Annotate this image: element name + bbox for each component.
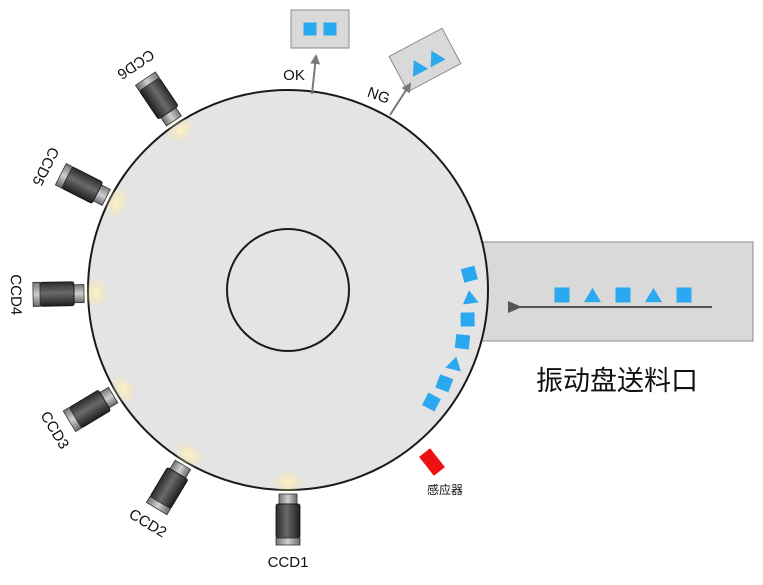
light-glow <box>110 374 136 404</box>
ng-tray-parts <box>412 50 446 77</box>
ccd-camera-icon <box>134 71 182 127</box>
ccd-camera-6: CCD6 <box>114 46 196 144</box>
ok-label: OK <box>283 67 305 84</box>
disk-square-part <box>460 312 475 327</box>
feeder-square-part <box>676 287 692 303</box>
ccd-camera-label: CCD1 <box>268 554 309 571</box>
feeder-triangle-part <box>584 287 601 303</box>
ng-tray-triangle-part <box>412 60 428 77</box>
ok-arrow-icon <box>310 54 321 95</box>
sensor-label: 感应器 <box>427 482 463 497</box>
light-glow <box>174 442 204 468</box>
sensor-icon <box>419 448 445 476</box>
disk-square-part <box>460 265 478 283</box>
feeder-parts <box>554 287 692 303</box>
light-glow <box>104 187 130 218</box>
ccd-camera-label: CCD4 <box>7 274 25 315</box>
disk-hub <box>226 228 350 352</box>
feeder-triangle-part <box>645 287 662 303</box>
ccd-camera-2: CCD2 <box>126 442 204 541</box>
ng-label: NG <box>365 84 392 108</box>
feeder-chute <box>439 241 754 342</box>
ok-tray-square-part <box>323 22 337 36</box>
feeder-square-part <box>615 287 631 303</box>
ccd-camera-4: CCD4 <box>7 274 108 315</box>
disk-square-part <box>421 392 441 412</box>
ccd-camera-1: CCD1 <box>268 471 309 571</box>
ccd-camera-icon <box>275 493 301 546</box>
ok-tray-square-part <box>303 22 317 36</box>
ok-tray <box>290 9 350 49</box>
ccd-camera-3: CCD3 <box>37 374 136 452</box>
ccd-camera-icon <box>62 386 119 433</box>
light-glow <box>272 471 304 493</box>
disk-square-part <box>454 333 471 350</box>
feeder-track <box>439 241 754 342</box>
ng-tray-triangle-part <box>430 50 446 68</box>
light-glow <box>166 118 196 144</box>
disk-triangle-part <box>445 356 461 372</box>
disk-square-part <box>435 374 454 393</box>
ok-output: OK <box>283 9 350 95</box>
disk-triangle-part <box>462 290 479 305</box>
ng-tray <box>388 27 462 93</box>
ok-tray-parts <box>303 22 337 36</box>
ng-output: NG <box>365 27 462 116</box>
ccd-camera-icon <box>32 281 85 307</box>
feeder-square-part <box>554 287 570 303</box>
ccd-camera-icon <box>145 459 192 516</box>
ccd-camera-icon <box>54 163 111 206</box>
disk-parts <box>421 265 479 412</box>
sensor: 感应器 <box>419 448 463 497</box>
ng-arrow-icon <box>389 82 412 116</box>
light-glow <box>85 277 108 310</box>
feeder-label: 振动盘送料口 <box>536 366 698 397</box>
